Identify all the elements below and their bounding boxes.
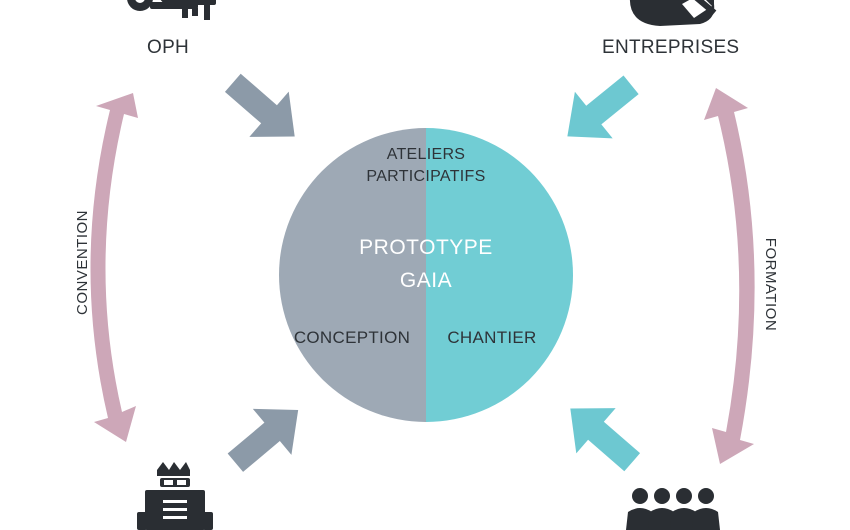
keys-icon bbox=[127, 0, 216, 20]
circle-title-line2: GAIA bbox=[399, 269, 453, 292]
handshake-icon bbox=[630, 0, 717, 26]
people-group-icon bbox=[626, 488, 720, 530]
central-circle bbox=[279, 128, 573, 422]
circle-title-line1: PROTOTYPE bbox=[359, 236, 493, 259]
label-ateliers-line2: PARTICIPATIFS bbox=[366, 168, 486, 185]
node-label-oph: OPH bbox=[147, 37, 190, 58]
curved-arrow-convention bbox=[90, 93, 138, 442]
curved-arrow-formation bbox=[704, 88, 755, 464]
arrow-oph-to-center bbox=[224, 73, 295, 137]
arrow-entreprises-to-center bbox=[567, 75, 639, 139]
node-label-entreprises: ENTREPRISES bbox=[602, 37, 740, 58]
link-label-convention: CONVENTION bbox=[74, 209, 92, 316]
arrow-habitants-to-center bbox=[570, 408, 641, 472]
architect-icon bbox=[137, 462, 213, 530]
label-conception: CONCEPTION bbox=[293, 328, 411, 347]
label-chantier: CHANTIER bbox=[447, 328, 537, 347]
arrow-architect-to-center bbox=[227, 408, 299, 472]
circle-right-half-chantier bbox=[426, 128, 573, 422]
link-label-formation: FORMATION bbox=[762, 237, 780, 332]
label-ateliers-line1: ATELIERS bbox=[386, 146, 466, 163]
circle-left-half-conception bbox=[279, 128, 426, 422]
